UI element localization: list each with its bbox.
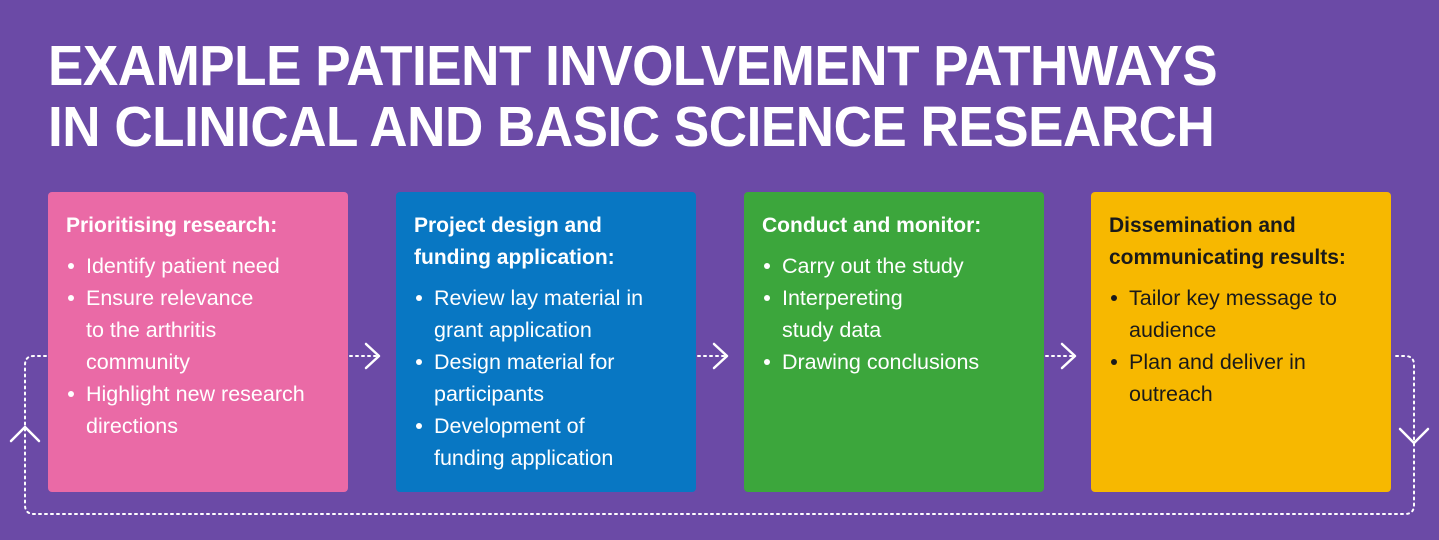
stage-list: Identify patient need Ensure relevance t… [66,250,330,442]
list-item: Carry out the study [762,250,1026,282]
list-item: Ensure relevance to the arthritis commun… [66,282,276,378]
list-item: Design material for participants [414,346,664,410]
stage-list: Review lay material in grant application… [414,282,678,474]
stage-heading: Prioritising research: [66,214,278,237]
stage-list: Carry out the study Interpereting study … [762,250,1026,378]
page-title: EXAMPLE PATIENT INVOLVEMENT PATHWAYS IN … [48,34,1218,159]
list-item: Drawing conclusions [762,346,1026,378]
list-item: Plan and deliver in outreach [1109,346,1309,410]
stage-card-prioritising: Prioritising research: Identify patient … [48,192,348,492]
title-line-1: EXAMPLE PATIENT INVOLVEMENT PATHWAYS [48,34,1218,98]
stage-heading: Dissemination and communicating results: [1109,214,1346,269]
stage-heading: Conduct and monitor: [762,214,982,237]
list-item: Review lay material in grant application [414,282,664,346]
list-item: Tailor key message to audience [1109,282,1349,346]
chevron-right-icon [364,342,381,370]
stage-list: Tailor key message to audience Plan and … [1109,282,1373,410]
list-item: Interpereting study data [762,282,932,346]
chevron-up-icon [9,425,41,443]
stage-card-dissemination: Dissemination and communicating results:… [1091,192,1391,492]
stage-heading: Project design and funding application: [414,214,615,269]
chevron-right-icon [1060,342,1077,370]
title-line-2: IN CLINICAL AND BASIC SCIENCE RESEARCH [48,95,1215,159]
chevron-down-icon [1398,427,1430,445]
stage-card-conduct-monitor: Conduct and monitor: Carry out the study… [744,192,1044,492]
list-item: Identify patient need [66,250,330,282]
list-item: Highlight new research directions [66,378,316,442]
list-item: Development of funding application [414,410,654,474]
stage-card-project-design: Project design and funding application: … [396,192,696,492]
chevron-right-icon [712,342,729,370]
loop-connector [24,355,1415,515]
